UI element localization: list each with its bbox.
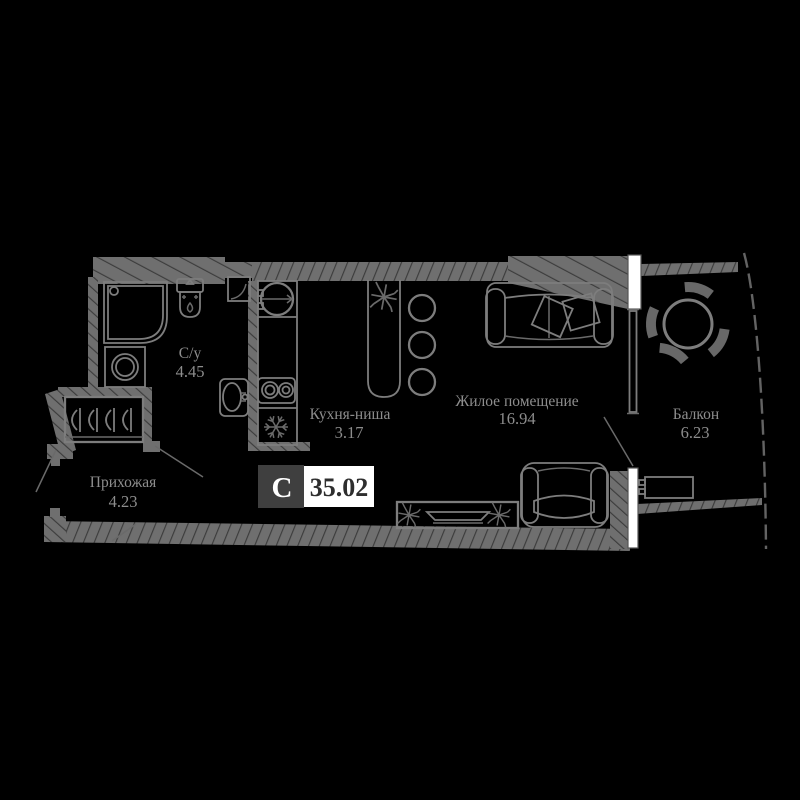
bathroom-fixtures: [103, 276, 251, 417]
wall-top-kitchen: [252, 262, 508, 281]
chair-icon: [707, 328, 730, 358]
washing-machine-icon: [104, 346, 146, 388]
bar-stool-icon: [407, 293, 437, 323]
plant-icon: [486, 501, 512, 529]
ac-unit-icon: [638, 476, 694, 499]
chair-icon: [658, 342, 689, 365]
chair-icon: [646, 306, 660, 339]
room-label-kitchen: Кухня-ниша: [310, 406, 391, 423]
room-label-living: Жилое помещение: [455, 393, 578, 410]
tv-icon: [424, 511, 492, 521]
room-label-bathroom: С/у: [179, 345, 202, 362]
balcony-door-frame: [627, 467, 639, 549]
wall-hallway-left-stub: [51, 458, 60, 466]
plant-icon: [396, 501, 422, 529]
leader-line-left: [35, 449, 57, 493]
room-area-bathroom: 4.45: [176, 362, 205, 381]
room-label-balcony: Балкон: [673, 406, 719, 423]
balcony-door-leaf: [603, 416, 634, 467]
walls: [44, 256, 762, 551]
hanger-icon: [105, 408, 115, 432]
wall-top-bathroom: [93, 257, 225, 284]
wardrobe-icon: [63, 395, 145, 444]
room-area-balcony: 6.23: [681, 423, 710, 442]
hanger-icon: [71, 408, 81, 432]
wall-hallway-left-block: [47, 444, 73, 459]
wall-wardrobe-right: [143, 387, 152, 444]
pillow-icon: [561, 292, 601, 332]
wall-kitchen-bottom: [248, 442, 310, 451]
vent-shaft-icon: [227, 276, 251, 302]
sofa-icon: [485, 282, 614, 348]
area-badge: С 35.02: [258, 465, 374, 508]
wall-balcony-top-strip: [641, 262, 738, 276]
wall-bottom-left-stub: [50, 508, 60, 517]
badge-area-value: 35.02: [310, 473, 369, 502]
room-area-hallway: 4.23: [109, 492, 138, 511]
window-living-balcony: [628, 310, 638, 413]
balcony-fixtures: [638, 281, 730, 499]
wall-left-bathroom: [88, 277, 98, 397]
kitchen-counter: [257, 280, 298, 446]
kitchen-island: [367, 280, 401, 398]
kitchen-fixtures: [257, 280, 437, 446]
shower-icon: [103, 281, 168, 344]
leader-line-right: [154, 445, 204, 478]
wall-bathroom-kitchen-divider: [248, 281, 258, 448]
kitchen-sink-icon: [257, 281, 295, 317]
room-labels: С/у 4.45 Прихожая 4.23 Кухня-ниша 3.17 Ж…: [90, 345, 719, 511]
wall-wardrobe-corner: [143, 441, 160, 452]
wall-bottom-left-block: [44, 516, 66, 542]
badge-type-box: [258, 465, 304, 508]
entry-door: [111, 523, 137, 542]
wall-hallway-left-slanted: [45, 389, 76, 456]
hallway-fixtures: [35, 395, 204, 493]
hanger-icon: [122, 408, 132, 432]
badge-area-box: [304, 466, 374, 507]
badge-type-label: С: [272, 472, 293, 504]
hanger-icon: [88, 408, 98, 432]
pillow-icon: [530, 295, 574, 339]
wall-balcony-door-block: [610, 471, 628, 549]
bar-stool-icon: [407, 330, 437, 360]
room-area-living: 16.94: [498, 409, 535, 428]
toilet-icon: [176, 278, 204, 318]
bar-stools: [407, 293, 437, 397]
armchair-icon: [520, 462, 609, 528]
plant-icon: [369, 281, 399, 313]
wall-top-vent: [225, 262, 254, 278]
wall-balcony-bottom-strip: [637, 498, 762, 514]
room-area-kitchen: 3.17: [335, 423, 364, 442]
wall-hallway-top: [58, 387, 150, 397]
tv-stand-icon: [395, 500, 520, 530]
living-room-furniture: [395, 282, 614, 530]
fridge-snowflake-icon: [263, 414, 289, 440]
room-label-hallway: Прихожая: [90, 474, 156, 491]
bathroom-sink-icon: [219, 378, 249, 417]
stove-icon: [257, 377, 296, 404]
openings: [111, 252, 768, 550]
window-top-right: [627, 254, 642, 310]
balcony-railing: [742, 252, 768, 550]
chair-icon: [684, 281, 714, 299]
dining-table-icon: [662, 298, 714, 350]
bar-stool-icon: [407, 367, 437, 397]
